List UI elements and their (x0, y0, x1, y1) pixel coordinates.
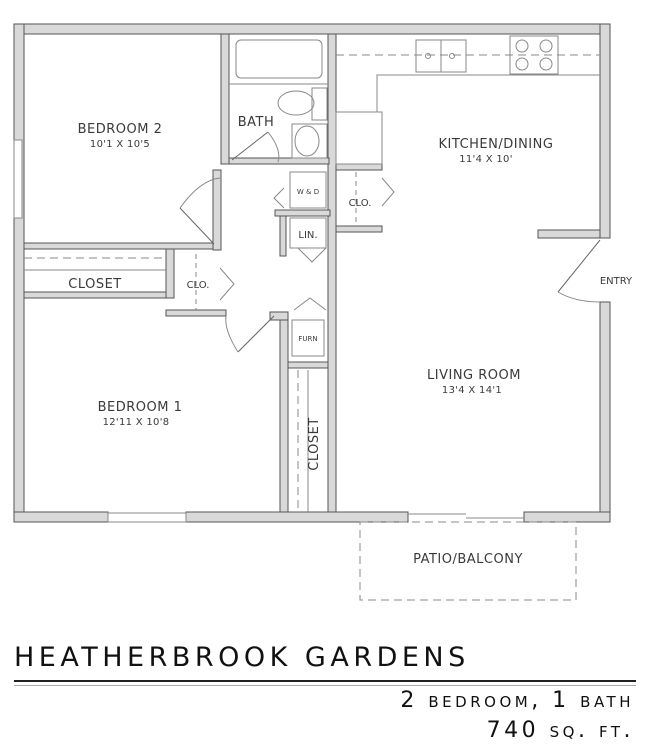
floor-plan: BEDROOM 2 10'1 X 10'5 BATH KITCHEN/DININ… (13, 23, 633, 601)
kitchen-dim: 11'4 X 10' (459, 154, 513, 165)
clo-right-label: CLO. (349, 198, 372, 209)
title-rule (14, 680, 636, 686)
title-block: HEATHERBROOK GARDENS 2 bedroom, 1 bath 7… (14, 640, 636, 746)
wd-label: W & D (297, 188, 319, 196)
unit-area: 740 sq. ft. (486, 718, 634, 743)
living-label: LIVING ROOM (427, 368, 521, 383)
room-labels: BEDROOM 2 10'1 X 10'5 BATH KITCHEN/DININ… (68, 115, 633, 567)
patio-label: PATIO/BALCONY (413, 552, 523, 567)
walls (13, 23, 611, 523)
clo-left-label: CLO. (187, 280, 210, 291)
kitchen-label: KITCHEN/DINING (439, 137, 554, 152)
closet-top-label: CLOSET (68, 277, 122, 292)
bedroom2-label: BEDROOM 2 (78, 122, 163, 137)
bedroom1-dim: 12'11 X 10'8 (103, 417, 170, 428)
lin-label: LIN. (298, 230, 317, 241)
furn-label: FURN (298, 335, 317, 343)
bath-label: BATH (238, 115, 275, 130)
unit-layout: 2 bedroom, 1 bath (400, 688, 634, 713)
property-name: HEATHERBROOK GARDENS (14, 642, 470, 673)
bedroom2-dim: 10'1 X 10'5 (90, 139, 150, 150)
entry-label: ENTRY (600, 276, 633, 287)
living-dim: 13'4 X 14'1 (442, 385, 502, 396)
closet-side-label: CLOSET (307, 417, 322, 471)
fixtures (13, 35, 601, 601)
bedroom1-label: BEDROOM 1 (98, 400, 183, 415)
